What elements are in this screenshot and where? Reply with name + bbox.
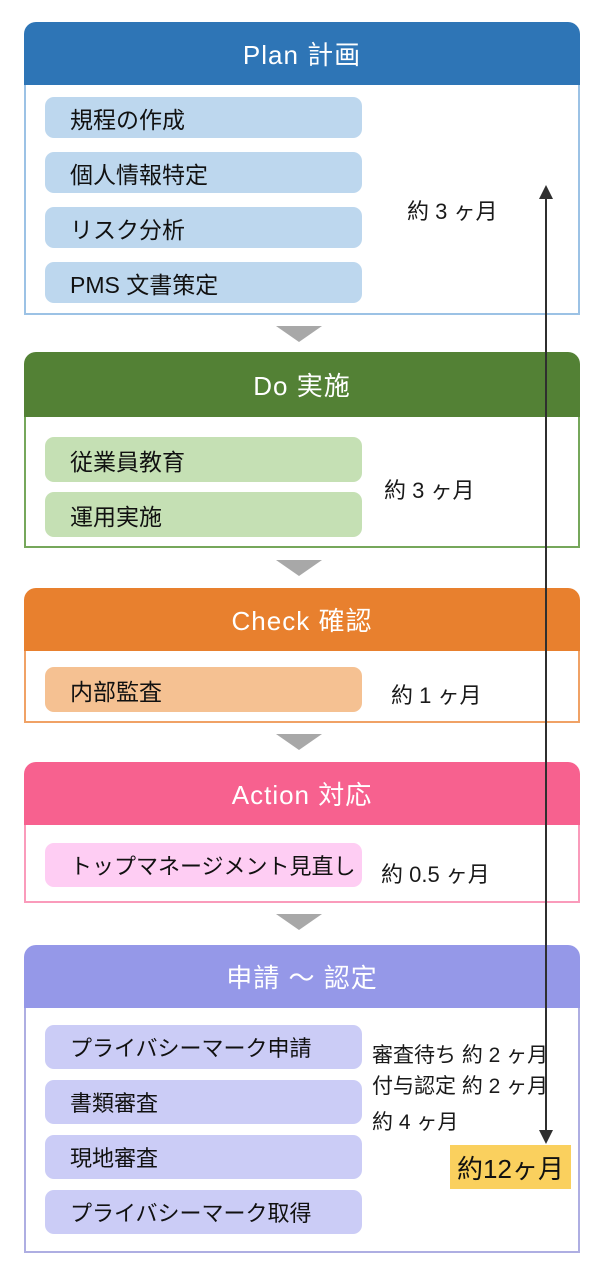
section-check-header: Check 確認	[24, 588, 580, 651]
flow-step-label: 現地審査	[70, 1146, 159, 1171]
flow-step: プライバシーマーク申請	[45, 1025, 362, 1069]
flow-step-label: リスク分析	[70, 216, 185, 243]
duration-label-do: 約 3 ヶ月	[384, 478, 475, 503]
flow-step: 内部監査	[45, 667, 362, 712]
section-apply-body: プライバシーマーク申請 書類審査 現地審査 プライバシーマーク取得	[24, 1008, 580, 1253]
section-apply-title: 申請 ～ 認定	[226, 963, 378, 993]
flow-step-label: 従業員教育	[70, 448, 185, 475]
section-apply-header: 申請 ～ 認定	[24, 945, 580, 1008]
duration-label-check: 約 1 ヶ月	[391, 683, 482, 708]
duration-line: 約 4 ヶ月	[372, 1111, 459, 1134]
arrow-down-icon	[539, 1130, 553, 1144]
duration-label-action: 約 0.5 ヶ月	[381, 862, 490, 887]
section-plan: Plan 計画 規程の作成 個人情報特定 リスク分析 PMS 文書策定	[24, 22, 580, 315]
section-plan-title: Plan 計画	[242, 40, 362, 70]
section-check-body: 内部監査	[24, 651, 580, 723]
duration-line: 付与認定 約 2 ヶ月	[372, 1075, 549, 1098]
section-action-header: Action 対応	[24, 762, 580, 825]
flow-step-label: 内部監査	[70, 678, 162, 705]
flow-step: リスク分析	[45, 207, 362, 248]
flow-step: 現地審査	[45, 1135, 362, 1179]
flow-down-triangle-icon	[276, 734, 322, 750]
section-action-body: トップマネージメント見直し	[24, 825, 580, 903]
flow-step: トップマネージメント見直し	[45, 843, 362, 887]
flow-step-label: プライバシーマーク申請	[70, 1036, 312, 1061]
flow-down-triangle-icon	[276, 914, 322, 930]
section-plan-body: 規程の作成 個人情報特定 リスク分析 PMS 文書策定	[24, 85, 580, 315]
flow-step: 規程の作成	[45, 97, 362, 138]
duration-line: 審査待ち 約 2 ヶ月	[372, 1044, 549, 1067]
flow-step: 個人情報特定	[45, 152, 362, 193]
section-plan-header: Plan 計画	[24, 22, 580, 85]
section-apply-certification: 申請 ～ 認定 プライバシーマーク申請 書類審査 現地審査 プライバシーマーク取…	[24, 945, 580, 1253]
duration-label-apply: 審査待ち 約 2 ヶ月 付与認定 約 2 ヶ月 約 4 ヶ月	[372, 1040, 548, 1138]
flow-step: プライバシーマーク取得	[45, 1190, 362, 1234]
flow-step-label: 規程の作成	[70, 106, 185, 133]
flow-step-label: トップマネージメント見直し	[70, 854, 356, 879]
flow-step: 書類審査	[45, 1080, 362, 1124]
flow-down-triangle-icon	[276, 560, 322, 576]
flow-step-label: 書類審査	[70, 1091, 159, 1116]
total-duration-badge: 約12ヶ月	[450, 1145, 571, 1189]
flow-step: 従業員教育	[45, 437, 362, 482]
duration-label-plan: 約 3 ヶ月	[407, 199, 498, 224]
timeline-arrow-line	[545, 198, 547, 1130]
section-do-header: Do 実施	[24, 352, 580, 417]
flow-step-label: 運用実施	[70, 503, 162, 530]
flow-step-label: PMS 文書策定	[70, 271, 219, 298]
section-do: Do 実施 従業員教育 運用実施	[24, 352, 580, 548]
flow-down-triangle-icon	[276, 326, 322, 342]
flow-step-label: 個人情報特定	[70, 161, 208, 188]
flow-step: 運用実施	[45, 492, 362, 537]
section-action-title: Action 対応	[231, 780, 373, 810]
flow-step: PMS 文書策定	[45, 262, 362, 303]
section-action: Action 対応 トップマネージメント見直し	[24, 762, 580, 903]
arrow-up-icon	[539, 185, 553, 199]
section-check: Check 確認 内部監査	[24, 588, 580, 723]
flow-step-label: プライバシーマーク取得	[70, 1201, 312, 1226]
section-do-body: 従業員教育 運用実施	[24, 417, 580, 548]
section-do-title: Do 実施	[253, 371, 351, 401]
section-check-title: Check 確認	[231, 606, 373, 636]
